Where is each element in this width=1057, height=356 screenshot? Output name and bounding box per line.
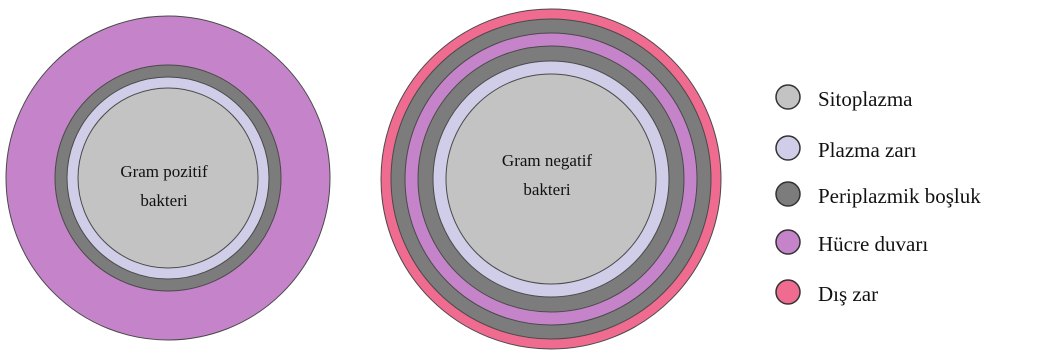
gram-negative-label-line1: Gram negatif (502, 151, 592, 170)
legend-label-periplazmik-bosluk: Periplazmik boşluk (818, 184, 981, 208)
gram-positive-label-line1: Gram pozitif (120, 162, 208, 181)
legend-item-periplazmik-bosluk: Periplazmik boşluk (776, 182, 981, 208)
gram-negative-cytoplasm (446, 74, 656, 284)
legend-swatch-periplazmik-bosluk (776, 182, 800, 206)
legend: Sitoplazma Plazma zarı Periplazmik boşlu… (776, 85, 981, 306)
legend-swatch-dis-zar (776, 280, 800, 304)
legend-item-dis-zar: Dış zar (776, 280, 878, 306)
legend-item-sitoplazma: Sitoplazma (776, 85, 913, 111)
legend-item-plazma-zari: Plazma zarı (776, 136, 917, 162)
legend-swatch-plazma-zari (776, 136, 800, 160)
gram-negative-label-line2: bakteri (523, 180, 570, 199)
gram-negative-cell: Gram negatif bakteri (381, 9, 721, 349)
legend-label-sitoplazma: Sitoplazma (818, 87, 913, 111)
gram-positive-label-line2: bakteri (140, 191, 187, 210)
gram-positive-cell: Gram pozitif bakteri (6, 16, 330, 340)
legend-label-plazma-zari: Plazma zarı (818, 138, 917, 162)
legend-swatch-hucre-duvari (776, 230, 800, 254)
legend-swatch-sitoplazma (776, 85, 800, 109)
legend-item-hucre-duvari: Hücre duvarı (776, 230, 928, 256)
legend-label-dis-zar: Dış zar (818, 282, 878, 306)
legend-label-hucre-duvari: Hücre duvarı (818, 232, 928, 256)
